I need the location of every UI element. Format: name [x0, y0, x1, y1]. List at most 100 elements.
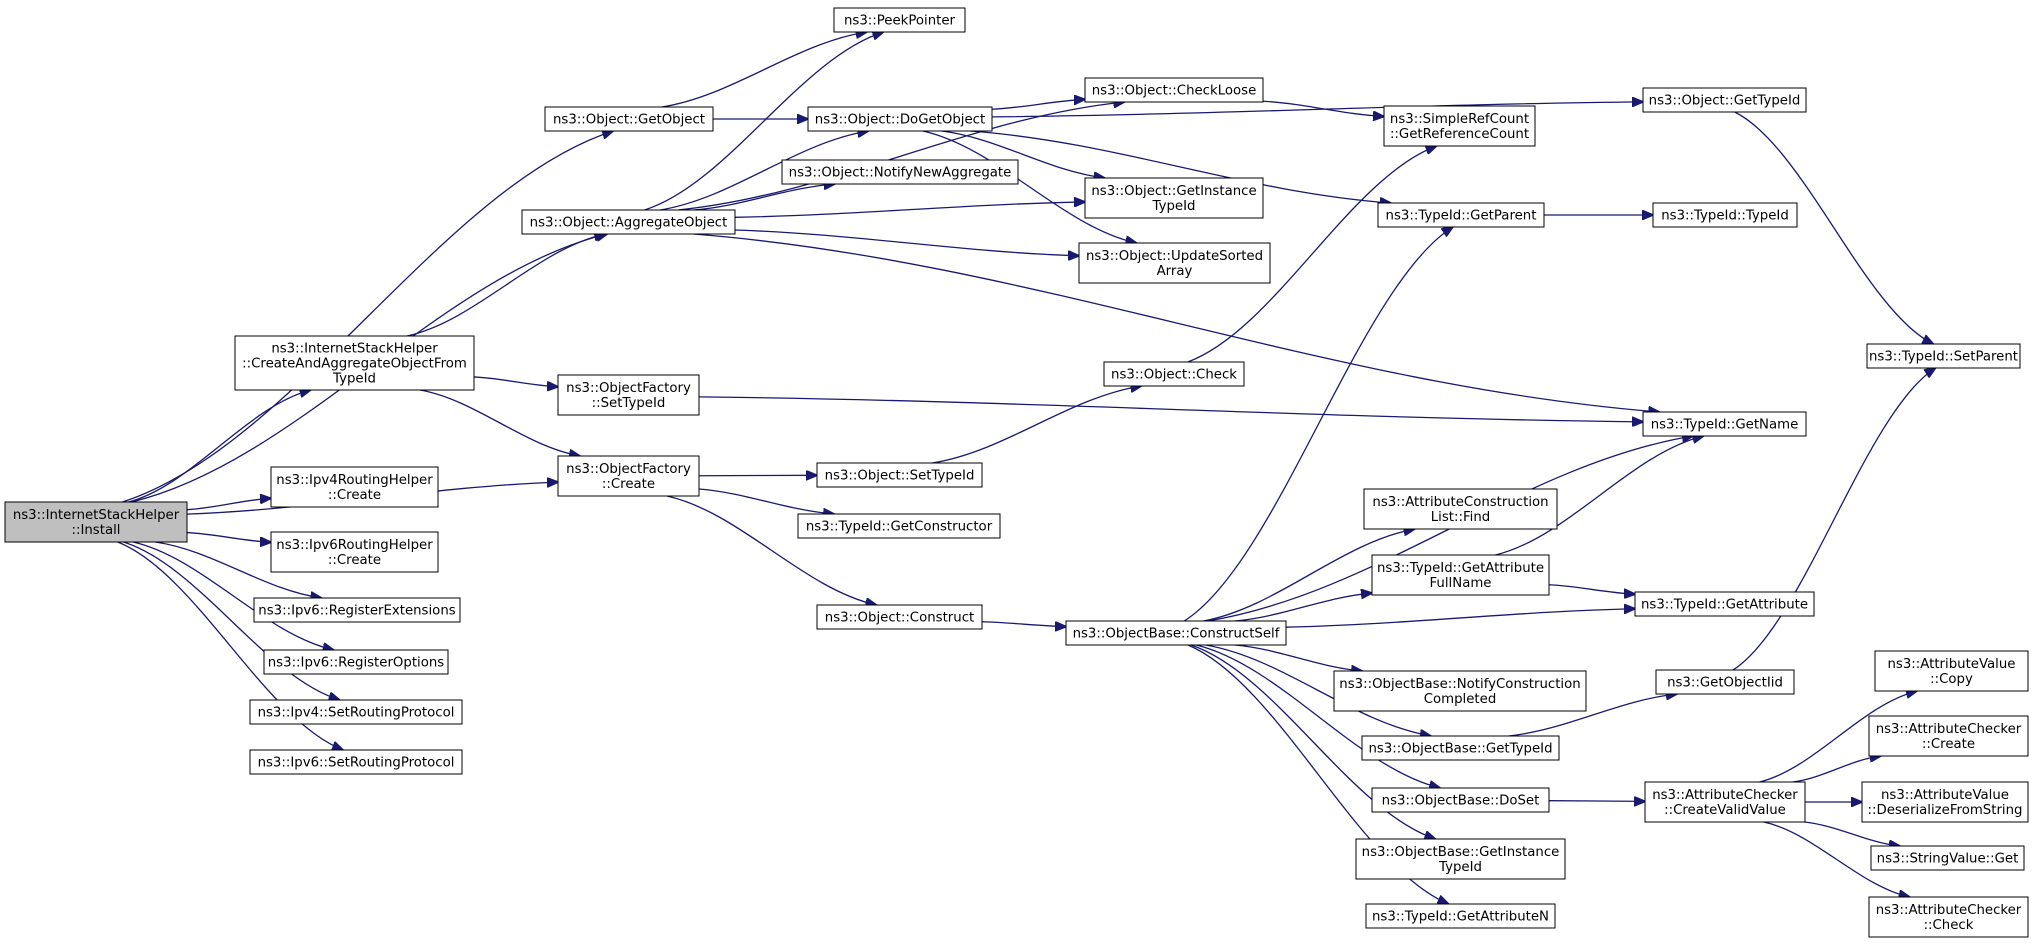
node-attrcheckercheck[interactable]: ns3::AttributeChecker::Check [1868, 896, 2029, 938]
node-label-line: ns3::PeekPointer [844, 14, 956, 29]
node-getattributen[interactable]: ns3::TypeId::GetAttributeN [1365, 903, 1556, 929]
node-deserialize[interactable]: ns3::AttributeValue::DeserializeFromStri… [1861, 781, 2029, 823]
node-label-line: ns3::AttributeChecker [1876, 722, 2022, 737]
node-getparent[interactable]: ns3::TypeId::GetParent [1377, 202, 1545, 228]
edge-objbasedoset-to-createvalidvalue [1548, 801, 1645, 802]
node-label-line: ::Check [1924, 918, 1974, 933]
edge-dogetobject-to-updatesortedarray [922, 130, 1137, 243]
node-box [1355, 838, 1566, 880]
edge-createaggregate-to-aggregateobject [406, 234, 605, 337]
node-dogetobject[interactable]: ns3::Object::DoGetObject [807, 106, 993, 132]
node-typeidtypeid[interactable]: ns3::TypeId::TypeId [1652, 202, 1798, 228]
node-attrvaluecopy[interactable]: ns3::AttributeValue::Copy [1874, 650, 2029, 692]
node-label-line: ::Install [72, 523, 121, 538]
edge-constructself-to-attrconstfind [1203, 529, 1415, 622]
edge-constructself-to-objbasedoset [1196, 644, 1440, 788]
node-objfactsettypeid[interactable]: ns3::ObjectFactory::SetTypeId [557, 374, 700, 416]
node-notifyconstcompleted[interactable]: ns3::ObjectBase::NotifyConstructionCompl… [1333, 670, 1587, 712]
node-label-line: ns3::SimpleRefCount [1390, 112, 1529, 127]
node-box [1644, 781, 1806, 823]
node-label-line: ns3::Object::GetInstance [1091, 184, 1256, 199]
node-ipv6routinghelper[interactable]: ns3::Ipv6RoutingHelper::Create [270, 531, 439, 573]
node-box [557, 455, 700, 497]
node-label-line: TypeId [332, 372, 376, 387]
node-box [1868, 896, 2029, 938]
node-label-line: ns3::ObjectFactory [566, 462, 691, 477]
node-label-line: ns3::Object::Construct [825, 611, 974, 626]
edge-createvalidvalue-to-attrcheckercheck [1763, 821, 1910, 897]
node-box [1861, 781, 2029, 823]
node-objbasedoset[interactable]: ns3::ObjectBase::DoSet [1371, 787, 1550, 813]
edge-constructself-to-objbasegettypeid [1205, 644, 1431, 736]
edge-constructself-to-getattributen [1187, 644, 1448, 904]
node-ipv4routinghelper[interactable]: ns3::Ipv4RoutingHelper::Create [270, 466, 439, 508]
node-label-line: ns3::Ipv4RoutingHelper [276, 473, 433, 488]
node-ipv6setrouting[interactable]: ns3::Ipv6::SetRoutingProtocol [249, 749, 463, 775]
edge-install-to-getobject [122, 131, 613, 503]
node-install[interactable]: ns3::InternetStackHelper::Install [4, 501, 188, 543]
node-label-line: ::Create [602, 477, 655, 492]
node-box [816, 604, 983, 630]
node-label-line: ::DeserializeFromString [1868, 803, 2023, 818]
node-objconstruct[interactable]: ns3::Object::Construct [816, 604, 983, 630]
node-objsettypeid[interactable]: ns3::Object::SetTypeId [816, 462, 983, 488]
node-label-line: ::GetReferenceCount [1390, 127, 1529, 142]
edge-constructself-to-getattrfullname [1234, 593, 1372, 622]
node-label-line: ::Create [328, 553, 381, 568]
node-refcount[interactable]: ns3::SimpleRefCount::GetReferenceCount [1383, 105, 1536, 147]
node-box [1333, 670, 1587, 712]
node-box [797, 513, 1001, 539]
node-getconstructor[interactable]: ns3::TypeId::GetConstructor [797, 513, 1001, 539]
edge-aggregateobject-to-dogetobject [660, 131, 868, 211]
node-box [1363, 488, 1558, 530]
node-getobject[interactable]: ns3::Object::GetObject [544, 106, 714, 132]
edge-getattrfullname-to-getattribute [1548, 584, 1635, 594]
node-box [1870, 845, 2025, 871]
edge-objcheck-to-refcount [1187, 146, 1437, 363]
node-label-line: ns3::TypeId::GetName [1651, 418, 1799, 433]
edge-aggregateobject-to-getinstancetypeid [734, 202, 1085, 218]
edge-install-to-ipv4setrouting [123, 541, 339, 700]
node-attrcheckercreate[interactable]: ns3::AttributeChecker::Create [1868, 715, 2029, 757]
edge-dogetobject-to-checkloose [991, 99, 1085, 110]
node-objcheck[interactable]: ns3::Object::Check [1103, 361, 1245, 387]
node-objbasegettypeid[interactable]: ns3::ObjectBase::GetTypeId [1361, 735, 1560, 761]
node-peekpointer[interactable]: ns3::PeekPointer [833, 7, 966, 33]
node-ipv6regopt[interactable]: ns3::Ipv6::RegisterOptions [263, 649, 449, 675]
node-label-line: TypeId [1152, 199, 1196, 214]
node-label-line: ::CreateValidValue [1664, 803, 1786, 818]
node-objfactcreate[interactable]: ns3::ObjectFactory::Create [557, 455, 700, 497]
node-createaggregate[interactable]: ns3::InternetStackHelper::CreateAndAggre… [234, 335, 475, 391]
node-setparent[interactable]: ns3::TypeId::SetParent [1866, 343, 2021, 369]
edge-objbasegettypeid-to-getobjectiid [1508, 694, 1677, 737]
edge-install-to-createaggregate [128, 390, 311, 503]
edge-install-to-ipv6setrouting [117, 541, 343, 750]
node-label-line: ns3::StringValue::Get [1877, 852, 2019, 867]
node-notifynewaggregate[interactable]: ns3::Object::NotifyNewAggregate [781, 159, 1019, 185]
node-box [1377, 202, 1545, 228]
node-box [521, 209, 736, 235]
node-getattribute[interactable]: ns3::TypeId::GetAttribute [1634, 591, 1815, 617]
node-ipv6regext[interactable]: ns3::Ipv6::RegisterExtensions [253, 597, 461, 623]
node-box [1874, 650, 2029, 692]
node-label-line: Array [1157, 264, 1193, 279]
node-objgettypeid[interactable]: ns3::Object::GetTypeId [1642, 87, 1807, 113]
node-box [1365, 903, 1556, 929]
node-label-line: ns3::ObjectBase::ConstructSelf [1073, 627, 1280, 642]
node-label-line: ns3::ObjectFactory [566, 381, 691, 396]
node-stringvalueget[interactable]: ns3::StringValue::Get [1870, 845, 2025, 871]
node-getname[interactable]: ns3::TypeId::GetName [1642, 411, 1807, 437]
node-ipv4setrouting[interactable]: ns3::Ipv4::SetRoutingProtocol [249, 699, 463, 725]
node-createvalidvalue[interactable]: ns3::AttributeChecker::CreateValidValue [1644, 781, 1806, 823]
edge-createvalidvalue-to-attrcheckercreate [1792, 756, 1881, 783]
node-checkloose[interactable]: ns3::Object::CheckLoose [1084, 77, 1264, 103]
node-label-line: ns3::Object::NotifyNewAggregate [789, 166, 1012, 181]
node-getobjectiid[interactable]: ns3::GetObjectIid [1655, 669, 1795, 695]
node-aggregateobject[interactable]: ns3::Object::AggregateObject [521, 209, 736, 235]
node-constructself[interactable]: ns3::ObjectBase::ConstructSelf [1065, 620, 1287, 646]
